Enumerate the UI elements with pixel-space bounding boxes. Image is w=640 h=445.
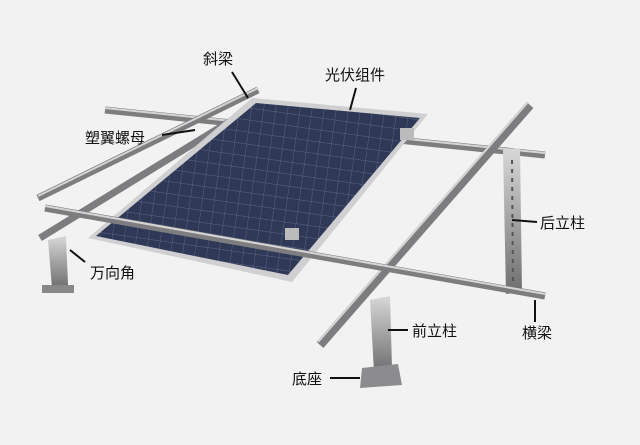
front-cross-rail [44,128,546,300]
pv-panel [88,98,428,282]
clamp [285,228,299,240]
label-slant-beam: 斜梁 [203,50,234,68]
leader-lines [69,71,538,379]
label-wing-nut: 塑翼螺母 [85,129,146,147]
slant-beam-right [316,101,534,348]
label-cross-beam: 横梁 [522,324,553,342]
front-post [360,296,402,388]
clamp [400,128,414,140]
left-post [42,236,74,293]
label-front-post: 前立柱 [412,322,458,340]
label-base: 底座 [292,370,323,388]
slant-beam-left [36,86,260,241]
label-rear-post: 后立柱 [540,214,586,232]
label-universal-angle: 万向角 [90,264,136,282]
label-pv-module: 光伏组件 [325,66,386,84]
